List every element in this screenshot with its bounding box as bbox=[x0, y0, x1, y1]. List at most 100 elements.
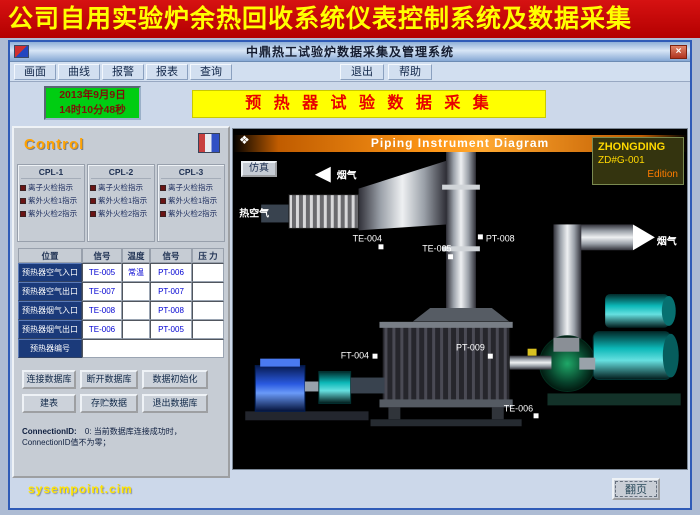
app-icon bbox=[14, 45, 29, 58]
brand-box: ZHONGDING ZD#G-001 Edition bbox=[592, 137, 684, 185]
disconnect-db-button[interactable]: 断开数据库 bbox=[80, 370, 138, 389]
position-cell[interactable]: 预热器烟气入口 bbox=[18, 301, 82, 320]
flame-status-label: 紫外火检2指示 bbox=[28, 209, 78, 218]
flame-indicator-icon bbox=[20, 210, 26, 217]
flame-indicator-icon bbox=[90, 184, 96, 191]
flue-gas-top-label: 烟气 bbox=[337, 169, 357, 182]
flue-gas-left-arrow bbox=[314, 166, 331, 183]
flame-status-label: 离子火检指示 bbox=[168, 183, 213, 192]
preheater-id-field[interactable] bbox=[82, 339, 224, 358]
position-cell[interactable]: 预热器烟气出口 bbox=[18, 320, 82, 339]
datetime-display: 2013年9月9日 14时10分48秒 bbox=[44, 86, 141, 120]
cpl-group-1: CPL-1 离子火检指示 紫外火检1指示 紫外火检2指示 bbox=[17, 164, 85, 242]
connect-db-button[interactable]: 连接数据库 bbox=[22, 370, 76, 389]
flame-status-row: 离子火检指示 bbox=[88, 181, 154, 194]
control-panel: Control CPL-1 离子火检指示 紫外火检1指示 紫外火检2指示 CPL… bbox=[12, 126, 230, 478]
cpl-group-name: CPL-3 bbox=[161, 166, 221, 179]
data-init-button[interactable]: 数据初始化 bbox=[142, 370, 208, 389]
tag-pt009: PT-009 bbox=[456, 343, 485, 353]
menu-item-alarm[interactable]: 报警 bbox=[102, 64, 144, 80]
close-button[interactable]: × bbox=[670, 45, 687, 59]
menu-item-query[interactable]: 查询 bbox=[190, 64, 232, 80]
tag-pt008: PT-008 bbox=[486, 233, 515, 243]
flame-status-label: 离子火检指示 bbox=[98, 183, 143, 192]
page-turn-button[interactable]: 翻页 bbox=[612, 478, 660, 500]
cpl-groups: CPL-1 离子火检指示 紫外火检1指示 紫外火检2指示 CPL-2 离子火检指… bbox=[17, 164, 225, 242]
flame-status-row: 紫外火检1指示 bbox=[88, 194, 154, 207]
press-tag-cell: PT-008 bbox=[150, 301, 192, 320]
create-table-button[interactable]: 建表 bbox=[22, 394, 76, 413]
instrument-tags: TE-004 TE-005 PT-008 FT-004 PT-009 TE-00… bbox=[341, 233, 539, 419]
flame-status-label: 紫外火检1指示 bbox=[28, 196, 78, 205]
piping-instrument-diagram: ❖ Piping Instrument Diagram 仿真 ZHONGDING… bbox=[232, 128, 688, 470]
watermark-text: sysempoint.cim bbox=[28, 482, 133, 496]
flame-status-row: 紫外火检2指示 bbox=[88, 207, 154, 220]
cpl-group-3: CPL-3 离子火检指示 紫外火检1指示 紫外火检2指示 bbox=[157, 164, 225, 242]
signal-table: 位置 信号 温度 信号 压 力 预热器空气入口 TE-005 常温 PT-006… bbox=[18, 248, 226, 358]
drive-motor bbox=[245, 358, 385, 421]
preheater-id-label[interactable]: 预热器编号 bbox=[18, 339, 82, 358]
instrument-marker-icon bbox=[477, 234, 483, 240]
simulation-button[interactable]: 仿真 bbox=[241, 161, 277, 177]
menu-item-help[interactable]: 帮助 bbox=[388, 64, 432, 80]
temp-value-cell bbox=[122, 320, 150, 339]
diagram-title-bar: Piping Instrument Diagram bbox=[233, 135, 687, 152]
col-header: 信号 bbox=[82, 248, 122, 263]
control-panel-title: Control bbox=[24, 136, 85, 153]
connection-id-text: 0: 当前数据库连接成功时，ConnectionID值不为零； bbox=[22, 427, 182, 447]
plant-graphic: TE-004 TE-005 PT-008 FT-004 PT-009 TE-00… bbox=[239, 136, 681, 427]
control-panel-icon bbox=[198, 133, 220, 153]
instrument-marker-icon bbox=[448, 254, 454, 260]
tag-te005: TE-005 bbox=[422, 243, 451, 253]
menu-item-report[interactable]: 报表 bbox=[146, 64, 188, 80]
subtitle-banner: 预 热 器 试 验 数 据 采 集 bbox=[192, 90, 546, 118]
time-line: 14时10分48秒 bbox=[59, 104, 126, 116]
instrument-marker-icon bbox=[378, 244, 384, 250]
menu-item-exit[interactable]: 退出 bbox=[340, 64, 384, 80]
flame-status-row: 离子火检指示 bbox=[18, 181, 84, 194]
flow-labels: 烟气 热空气 烟气 bbox=[239, 166, 677, 247]
titlebar[interactable]: 中鼎热工试验炉数据采集及管理系统 × bbox=[10, 42, 690, 62]
flue-gas-right-arrow bbox=[632, 224, 655, 251]
col-header: 压 力 bbox=[192, 248, 224, 263]
exit-db-button[interactable]: 退出数据库 bbox=[142, 394, 208, 413]
menu-item-curves[interactable]: 曲线 bbox=[58, 64, 100, 80]
instrument-marker-icon bbox=[372, 353, 378, 359]
cpl-group-name: CPL-1 bbox=[21, 166, 81, 179]
connecting-pipe bbox=[509, 348, 552, 370]
flue-gas-right-label: 烟气 bbox=[657, 234, 677, 247]
flame-status-row: 紫外火检2指示 bbox=[18, 207, 84, 220]
menu-item-screen[interactable]: 画面 bbox=[14, 64, 56, 80]
col-header: 信号 bbox=[150, 248, 192, 263]
press-value-cell bbox=[192, 301, 224, 320]
brand-name: ZHONGDING bbox=[598, 141, 666, 153]
cpl-group-2: CPL-2 离子火检指示 紫外火检1指示 紫外火检2指示 bbox=[87, 164, 155, 242]
press-tag-cell: PT-005 bbox=[150, 320, 192, 339]
flame-indicator-icon bbox=[160, 210, 166, 217]
flame-indicator-icon bbox=[20, 197, 26, 204]
position-cell[interactable]: 预热器空气入口 bbox=[18, 263, 82, 282]
connection-info: ConnectionID: 0: 当前数据库连接成功时，ConnectionID… bbox=[22, 426, 220, 448]
flame-status-label: 离子火检指示 bbox=[28, 183, 73, 192]
press-value-cell bbox=[192, 282, 224, 301]
menubar: 画面 曲线 报警 报表 查询 退出 帮助 bbox=[10, 62, 690, 82]
tag-te004: TE-004 bbox=[353, 233, 382, 243]
tag-ft004: FT-004 bbox=[341, 351, 369, 361]
temp-tag-cell: TE-008 bbox=[82, 301, 122, 320]
main-stack-pipe bbox=[441, 136, 481, 310]
window-title: 中鼎热工试验炉数据采集及管理系统 bbox=[245, 45, 454, 59]
position-cell[interactable]: 预热器空气出口 bbox=[18, 282, 82, 301]
preheater-vessel bbox=[370, 307, 522, 427]
temp-tag-cell: TE-005 bbox=[82, 263, 122, 282]
temp-value-cell bbox=[122, 301, 150, 320]
col-header: 位置 bbox=[18, 248, 82, 263]
flame-status-row: 离子火检指示 bbox=[158, 181, 224, 194]
instrument-marker-icon bbox=[487, 353, 493, 359]
content-area: 2013年9月9日 14时10分48秒 预 热 器 试 验 数 据 采 集 Co… bbox=[10, 82, 690, 508]
press-value-cell bbox=[192, 320, 224, 339]
store-data-button[interactable]: 存贮数据 bbox=[80, 394, 138, 413]
flame-status-row: 紫外火检1指示 bbox=[158, 194, 224, 207]
date-line: 2013年9月9日 bbox=[59, 89, 126, 101]
flame-status-row: 紫外火检1指示 bbox=[18, 194, 84, 207]
app-window: 中鼎热工试验炉数据采集及管理系统 × 画面 曲线 报警 报表 查询 退出 帮助 … bbox=[8, 40, 692, 510]
